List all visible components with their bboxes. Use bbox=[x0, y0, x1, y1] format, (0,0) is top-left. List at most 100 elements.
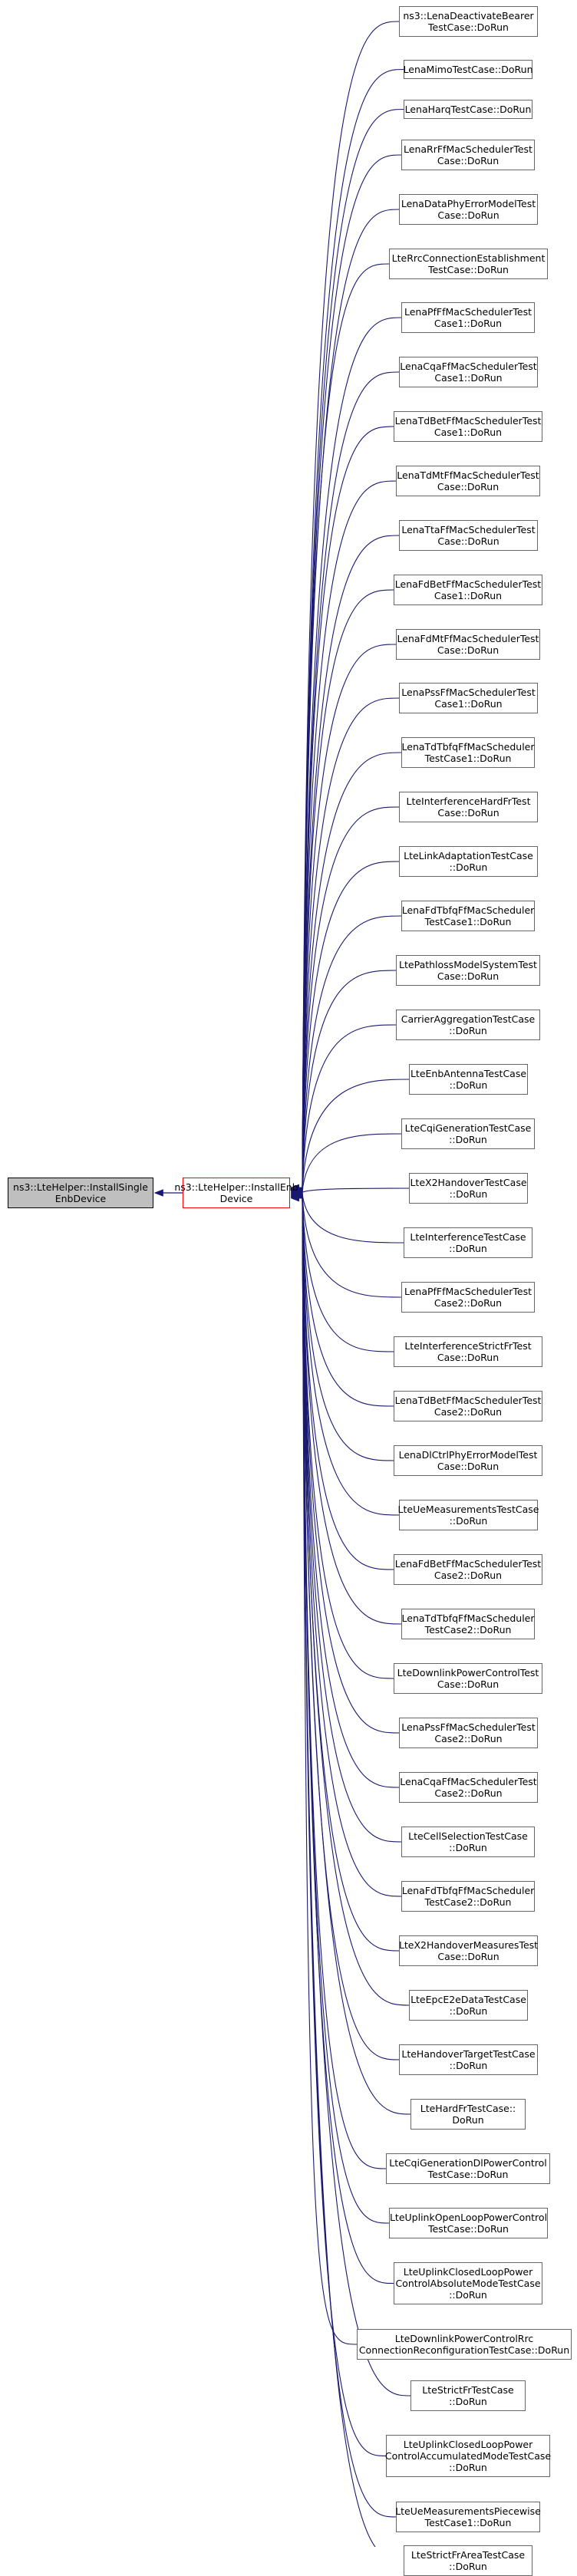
edge-caller-to-focus bbox=[290, 589, 394, 1194]
node-ltex2handovertestcase-dorun[interactable]: LteX2HandoverTestCase ::DoRun bbox=[409, 1173, 528, 1204]
node-lenapssffmacschedulertest-case1-dorun[interactable]: LenaPssFfMacSchedulerTest Case1::DoRun bbox=[399, 683, 538, 713]
node-label: LteUplinkOpenLoopPowerControl TestCase::… bbox=[389, 2212, 548, 2235]
node-lenatdtbfqffmacscheduler-testcase2-dorun[interactable]: LenaTdTbfqFfMacScheduler TestCase2::DoRu… bbox=[401, 1609, 535, 1639]
node-ltepathlossmodelsystemtest-case-dorun[interactable]: LtePathlossModelSystemTest Case::DoRun bbox=[396, 955, 540, 986]
node-ltecqigenerationdlpowercontrol-testcase-dorun[interactable]: LteCqiGenerationDlPowerControl TestCase:… bbox=[386, 2153, 550, 2184]
node-install-enb-device[interactable]: ns3::LteHelper::InstallEnb Device bbox=[174, 1178, 298, 1208]
node-lteepce2edatatestcase-dorun[interactable]: LteEpcE2eDataTestCase ::DoRun bbox=[409, 1990, 528, 2021]
node-lenadataphyerrormodeltest-case-dorun[interactable]: LenaDataPhyErrorModelTest Case::DoRun bbox=[399, 194, 538, 225]
edge-caller-to-focus bbox=[290, 1192, 402, 1897]
edge-caller-to-focus bbox=[290, 426, 394, 1193]
node-lenacqaffmacschedulertest-case2-dorun[interactable]: LenaCqaFfMacSchedulerTest Case2::DoRun bbox=[399, 1772, 538, 1803]
node-lenafdtbfqffmacscheduler-testcase2-dorun[interactable]: LenaFdTbfqFfMacScheduler TestCase2::DoRu… bbox=[401, 1881, 535, 1912]
node-lenattaffmacschedulertest-case-dorun[interactable]: LenaTtaFfMacSchedulerTest Case::DoRun bbox=[399, 520, 538, 551]
edge-caller-to-focus bbox=[290, 1194, 411, 2396]
node-label: LenaDataPhyErrorModelTest Case::DoRun bbox=[401, 198, 536, 221]
node-ltestrictfrareatestcase-dorun[interactable]: LteStrictFrAreaTestCase ::DoRun bbox=[404, 2545, 532, 2576]
node-label: LteHardFrTestCase:: DoRun bbox=[420, 2103, 516, 2126]
edge-caller-to-focus bbox=[290, 1191, 400, 1734]
node-label: LteEnbAntennaTestCase ::DoRun bbox=[410, 1068, 527, 1091]
node-label: LteInterferenceHardFrTest Case::DoRun bbox=[406, 796, 531, 819]
node-ltecellselectiontestcase-dorun[interactable]: LteCellSelectionTestCase ::DoRun bbox=[401, 1827, 535, 1857]
node-label: LenaHarqTestCase::DoRun bbox=[404, 104, 532, 115]
node-lenarrffmacschedulertest-case-dorun[interactable]: LenaRrFfMacSchedulerTest Case::DoRun bbox=[401, 140, 535, 170]
node-ns3-lenadeactivatebearer-testcase-dorun[interactable]: ns3::LenaDeactivateBearer TestCase::DoRu… bbox=[399, 6, 538, 37]
node-lenafdmtffmacschedulertest-case-dorun[interactable]: LenaFdMtFfMacSchedulerTest Case::DoRun bbox=[396, 629, 540, 660]
node-lenatdmtffmacschedulertest-case-dorun[interactable]: LenaTdMtFfMacSchedulerTest Case::DoRun bbox=[396, 466, 540, 496]
node-label: LteStrictFrAreaTestCase ::DoRun bbox=[410, 2549, 526, 2572]
node-lenapssffmacschedulertest-case2-dorun[interactable]: LenaPssFfMacSchedulerTest Case2::DoRun bbox=[399, 1718, 538, 1748]
node-label: LteDownlinkPowerControlRrc ConnectionRec… bbox=[358, 2333, 570, 2356]
node-lenaharqtestcase-dorun[interactable]: LenaHarqTestCase::DoRun bbox=[404, 100, 532, 119]
node-lenapfffmacschedulertest-case2-dorun[interactable]: LenaPfFfMacSchedulerTest Case2::DoRun bbox=[401, 1282, 535, 1313]
node-label: LenaTdBetFfMacSchedulerTest Case1::DoRun bbox=[394, 415, 542, 438]
edge-caller-to-focus bbox=[290, 263, 390, 1192]
node-install-single-enb-device[interactable]: ns3::LteHelper::InstallSingle EnbDevice bbox=[8, 1178, 153, 1208]
node-lenadlctrlphyerrormodeltest-case-dorun[interactable]: LenaDlCtrlPhyErrorModelTest Case::DoRun bbox=[394, 1445, 542, 1476]
node-lenafdbetffmacschedulertest-case2-dorun[interactable]: LenaFdBetFfMacSchedulerTest Case2::DoRun bbox=[394, 1554, 542, 1585]
edge-caller-to-focus bbox=[290, 1024, 397, 1196]
node-carrieraggregationtestcase-dorun[interactable]: CarrierAggregationTestCase ::DoRun bbox=[396, 1010, 540, 1040]
node-lenafdbetffmacschedulertest-case1-dorun[interactable]: LenaFdBetFfMacSchedulerTest Case1::DoRun bbox=[394, 575, 542, 605]
node-ltehardfrtestcase-dorun[interactable]: LteHardFrTestCase:: DoRun bbox=[410, 2099, 526, 2130]
node-lteuplinkclosedlooppower-controlabsolutemodetestcase-dorun[interactable]: LteUplinkClosedLoopPower ControlAbsolute… bbox=[394, 2262, 542, 2304]
edge-caller-to-focus bbox=[290, 1194, 358, 2345]
node-label: ns3::LteHelper::InstallEnb Device bbox=[174, 1181, 298, 1204]
node-label: LenaDlCtrlPhyErrorModelTest Case::DoRun bbox=[398, 1449, 538, 1472]
edge-caller-to-focus bbox=[290, 806, 400, 1194]
node-lenacqaffmacschedulertest-case1-dorun[interactable]: LenaCqaFfMacSchedulerTest Case1::DoRun bbox=[399, 357, 538, 387]
node-lteuemeasurementstestcase-dorun[interactable]: LteUeMeasurementsTestCase ::DoRun bbox=[398, 1500, 539, 1530]
call-edges bbox=[153, 21, 411, 2547]
node-lenapfffmacschedulertest-case1-dorun[interactable]: LenaPfFfMacSchedulerTest Case1::DoRun bbox=[401, 302, 535, 333]
node-ltelinkadaptationtestcase-dorun[interactable]: LteLinkAdaptationTestCase ::DoRun bbox=[399, 846, 538, 877]
node-label: LteUplinkClosedLoopPower ControlAccumula… bbox=[384, 2439, 552, 2473]
node-label: CarrierAggregationTestCase ::DoRun bbox=[401, 1013, 536, 1036]
edge-caller-to-focus bbox=[290, 1191, 402, 1843]
node-label: LteEpcE2eDataTestCase ::DoRun bbox=[410, 1994, 526, 2017]
node-label: LenaPssFfMacSchedulerTest Case2::DoRun bbox=[401, 1721, 536, 1744]
node-label: LenaTdTbfqFfMacScheduler TestCase2::DoRu… bbox=[401, 1612, 535, 1636]
node-ltehandovertargettestcase-dorun[interactable]: LteHandoverTargetTestCase ::DoRun bbox=[399, 2044, 538, 2075]
node-label: LenaTtaFfMacSchedulerTest Case::DoRun bbox=[401, 524, 536, 547]
node-lteuplinkclosedlooppower-controlaccumulatedmodetestcase-doru[interactable]: LteUplinkClosedLoopPower ControlAccumula… bbox=[384, 2435, 552, 2477]
node-lteuplinkopenlooppowercontrol-testcase-dorun[interactable]: LteUplinkOpenLoopPowerControl TestCase::… bbox=[389, 2208, 548, 2238]
node-lenafdtbfqffmacscheduler-testcase1-dorun[interactable]: LenaFdTbfqFfMacScheduler TestCase1::DoRu… bbox=[401, 901, 535, 931]
node-lteinterferencestrictfrtest-case-dorun[interactable]: LteInterferenceStrictFrTest Case::DoRun bbox=[394, 1336, 542, 1367]
edge-caller-to-focus bbox=[290, 1189, 404, 1244]
node-label: LenaTdMtFfMacSchedulerTest Case::DoRun bbox=[397, 469, 539, 492]
edge-caller-to-focus bbox=[290, 1190, 394, 1407]
node-label: LtePathlossModelSystemTest Case::DoRun bbox=[399, 959, 537, 982]
node-ltedownlinkpowercontroltest-case-dorun[interactable]: LteDownlinkPowerControlTest Case::DoRun bbox=[394, 1663, 542, 1694]
edge-caller-to-focus bbox=[290, 915, 402, 1195]
node-lteinterferencehardfrtest-case-dorun[interactable]: LteInterferenceHardFrTest Case::DoRun bbox=[399, 792, 538, 822]
node-lteinterferencetestcase-dorun[interactable]: LteInterferenceTestCase ::DoRun bbox=[404, 1227, 532, 1258]
node-ltex2handovermeasurestest-case-dorun[interactable]: LteX2HandoverMeasuresTest Case::DoRun bbox=[399, 1935, 538, 1966]
node-lteenbantennatestcase-dorun[interactable]: LteEnbAntennaTestCase ::DoRun bbox=[409, 1064, 528, 1095]
node-label: ns3::LenaDeactivateBearer TestCase::DoRu… bbox=[403, 10, 534, 33]
node-lenatdbetffmacschedulertest-case2-dorun[interactable]: LenaTdBetFfMacSchedulerTest Case2::DoRun bbox=[394, 1391, 542, 1421]
node-label: LenaPfFfMacSchedulerTest Case1::DoRun bbox=[404, 306, 532, 329]
edge-caller-to-focus bbox=[290, 1190, 400, 1516]
edge-caller-to-focus bbox=[290, 1079, 410, 1196]
node-label: LteInterferenceTestCase ::DoRun bbox=[410, 1231, 526, 1254]
node-lenatdbetffmacschedulertest-case1-dorun[interactable]: LenaTdBetFfMacSchedulerTest Case1::DoRun bbox=[394, 411, 542, 442]
node-label: LenaTdTbfqFfMacScheduler TestCase1::DoRu… bbox=[401, 741, 535, 764]
node-label: LenaCqaFfMacSchedulerTest Case1::DoRun bbox=[400, 361, 537, 384]
node-label: LenaFdTbfqFfMacScheduler TestCase2::DoRu… bbox=[401, 1885, 535, 1908]
node-label: LenaRrFfMacSchedulerTest Case::DoRun bbox=[404, 143, 532, 166]
node-ltedownlinkpowercontrolrrc-connectionreconfigurationtestcase[interactable]: LteDownlinkPowerControlRrc ConnectionRec… bbox=[357, 2329, 572, 2360]
node-lenatdtbfqffmacscheduler-testcase1-dorun[interactable]: LenaTdTbfqFfMacScheduler TestCase1::DoRu… bbox=[401, 737, 535, 768]
node-ltecqigenerationtestcase-dorun[interactable]: LteCqiGenerationTestCase ::DoRun bbox=[401, 1118, 535, 1149]
edge-caller-to-focus bbox=[290, 21, 400, 1191]
node-label: LenaPfFfMacSchedulerTest Case2::DoRun bbox=[404, 1286, 532, 1309]
node-lterrcconnectionestablishment-testcase-dorun[interactable]: LteRrcConnectionEstablishment TestCase::… bbox=[389, 249, 548, 279]
edge-caller-to-focus bbox=[290, 1190, 394, 1461]
node-ltestrictfrtestcase-dorun[interactable]: LteStrictFrTestCase ::DoRun bbox=[410, 2380, 526, 2411]
edge-caller-to-focus bbox=[290, 68, 404, 1191]
node-lteuemeasurementspiecewise-testcase1-dorun[interactable]: LteUeMeasurementsPiecewise TestCase1::Do… bbox=[395, 2502, 541, 2532]
node-lenamimotestcase-dorun[interactable]: LenaMimoTestCase::DoRun bbox=[404, 60, 533, 79]
edge-caller-to-focus bbox=[290, 480, 397, 1194]
edge-caller-to-focus bbox=[290, 1133, 402, 1196]
edge-caller-to-focus bbox=[290, 1188, 410, 1196]
edge-caller-to-focus bbox=[290, 1193, 411, 2115]
